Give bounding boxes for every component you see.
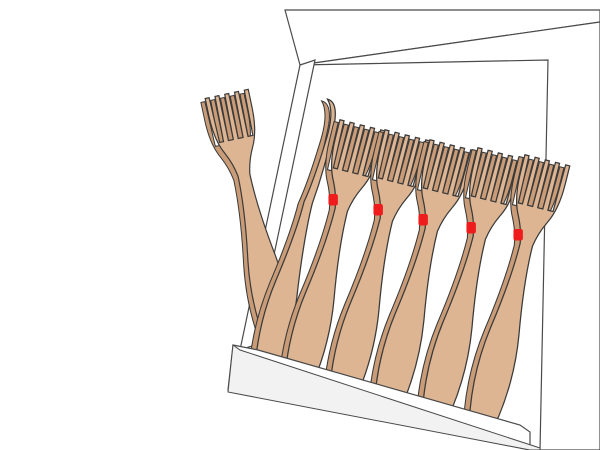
wooden-fork [265, 119, 386, 405]
wooden-fork [450, 154, 571, 440]
box-lid-back [284, 9, 600, 66]
wooden-fork [403, 147, 524, 433]
cutlery-group [200, 88, 571, 440]
red-band [513, 229, 523, 241]
red-band [328, 194, 338, 206]
wooden-fork [310, 129, 431, 415]
wooden-fork [355, 139, 476, 425]
red-band [466, 222, 476, 234]
box-inner-panel [299, 21, 600, 450]
red-band [373, 204, 383, 216]
red-band [418, 214, 428, 226]
box-front-lip [227, 344, 541, 450]
